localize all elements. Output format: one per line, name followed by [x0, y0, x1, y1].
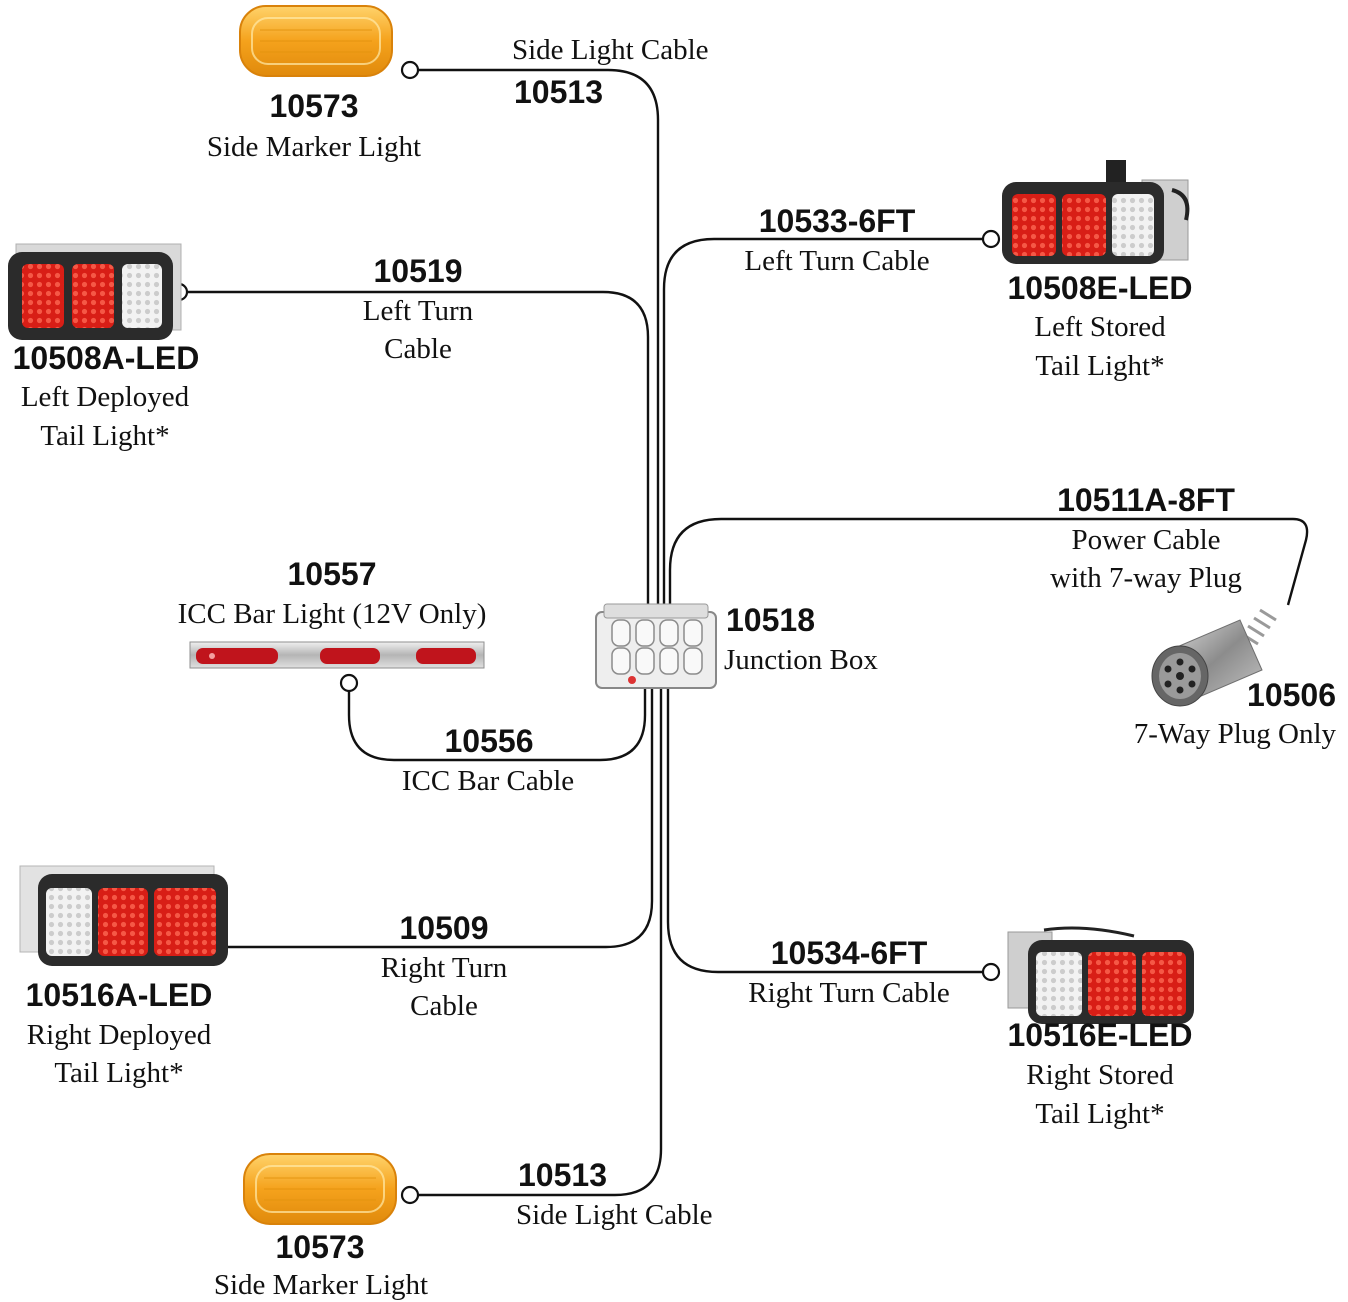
left-turn-cable-name-line2: Cable — [384, 333, 452, 365]
side-marker-bottom-name: Side Marker Light — [213, 1269, 429, 1301]
right-stored-part-number: 10516E-LED — [1007, 1017, 1193, 1053]
power-cable-name-line1: Power Cable — [1071, 524, 1221, 556]
connector-icon — [339, 673, 359, 693]
left-turn-cable-6ft-wire — [662, 237, 983, 605]
side-light-cable-top-wire — [418, 68, 660, 605]
amber-marker-light-icon — [243, 1153, 397, 1225]
left-deployed-name-line2: Tail Light* — [40, 420, 170, 452]
side-light-cable-bottom-part-number: 10513 — [518, 1157, 607, 1193]
junction-box-icon — [595, 603, 717, 689]
power-cable-name-line2: with 7-way Plug — [1050, 562, 1242, 594]
right-turn-cable-name-line2: Cable — [410, 990, 478, 1022]
right-deployed-part-number: 10516A-LED — [25, 977, 213, 1013]
left-stored-part-number: 10508E-LED — [1007, 270, 1193, 306]
right-stored-name-line2: Tail Light* — [1035, 1098, 1165, 1130]
right-deployed-name-line1: Right Deployed — [26, 1019, 212, 1051]
right-turn-cable-6ft-part-number: 10534-6FT — [770, 935, 928, 971]
tail-light-icon — [1002, 160, 1190, 264]
icc-bar-cable-name: ICC Bar Cable — [401, 765, 575, 797]
side-light-cable-top-name: Side Light Cable — [512, 34, 709, 66]
left-turn-cable-6ft-name: Left Turn Cable — [744, 245, 930, 277]
right-turn-cable-part-number: 10509 — [399, 910, 489, 946]
connector-icon — [981, 962, 1001, 982]
icc-bar-cable-wire — [347, 685, 647, 762]
right-turn-cable-6ft-wire — [666, 685, 983, 974]
left-turn-cable-name-line1: Left Turn — [362, 295, 474, 327]
left-stored-name-line1: Left Stored — [1034, 311, 1166, 343]
side-light-cable-top-part-number: 10513 — [514, 74, 603, 110]
side-marker-top-part-number: 10573 — [269, 88, 359, 124]
connector-icon — [981, 229, 1001, 249]
side-marker-top-name: Side Marker Light — [206, 131, 422, 163]
amber-marker-light-icon — [239, 5, 393, 77]
right-turn-cable-6ft-name: Right Turn Cable — [748, 977, 950, 1009]
icc-bar-light-name: ICC Bar Light (12V Only) — [177, 598, 487, 630]
right-stored-name-line1: Right Stored — [1026, 1059, 1174, 1091]
power-cable-part-number: 10511A-8FT — [1057, 482, 1235, 518]
seven-way-plug-icon — [1151, 608, 1277, 707]
connector-icon — [400, 1185, 420, 1205]
side-light-cable-bottom-wire — [418, 685, 663, 1197]
junction-box-name: Junction Box — [724, 644, 878, 676]
tail-light-icon — [19, 865, 228, 966]
left-turn-cable-part-number: 10519 — [373, 253, 463, 289]
icc-bar-cable-part-number: 10556 — [444, 723, 534, 759]
left-deployed-part-number: 10508A-LED — [12, 340, 200, 376]
left-turn-cable-wire — [187, 290, 650, 605]
side-marker-bottom-part-number: 10573 — [275, 1229, 365, 1265]
left-stored-name-line2: Tail Light* — [1035, 350, 1165, 382]
plug-name: 7-Way Plug Only — [1133, 718, 1336, 750]
tail-light-icon — [8, 243, 182, 340]
right-turn-cable-wire — [220, 685, 654, 949]
junction-box-part-number: 10518 — [726, 602, 815, 638]
connector-icon — [400, 60, 420, 80]
right-deployed-name-line2: Tail Light* — [54, 1057, 184, 1089]
icc-bar-light-icon — [189, 641, 485, 669]
tail-light-icon — [1007, 926, 1194, 1024]
icc-bar-light-part-number: 10557 — [287, 556, 377, 592]
cable-lines — [187, 68, 1309, 1197]
side-light-cable-bottom-name: Side Light Cable — [516, 1199, 713, 1231]
left-deployed-name-line1: Left Deployed — [20, 381, 190, 413]
right-turn-cable-name-line1: Right Turn — [380, 952, 508, 984]
plug-part-number: 10506 — [1247, 677, 1336, 713]
left-turn-cable-6ft-part-number: 10533-6FT — [758, 203, 916, 239]
power-cable-wire — [668, 517, 1309, 606]
